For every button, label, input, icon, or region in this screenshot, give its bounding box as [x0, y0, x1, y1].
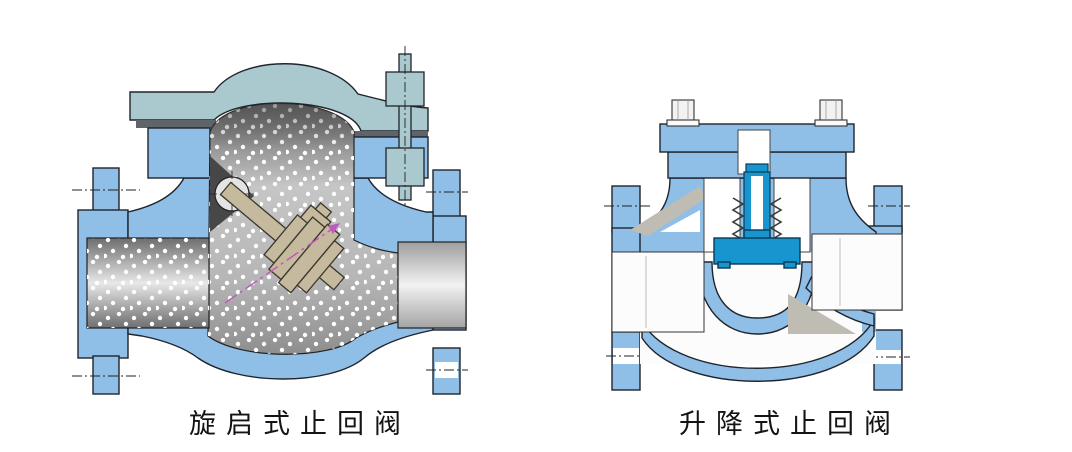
outlet-bore	[811, 233, 903, 311]
outlet-flange	[426, 169, 468, 395]
lift-check-valve-diagram	[604, 99, 910, 391]
body-flange	[147, 127, 211, 179]
bottom-shell	[641, 317, 875, 382]
inlet-bore	[86, 237, 210, 329]
spring-left	[731, 197, 745, 241]
partition-wedge-lower	[788, 294, 856, 334]
inlet-flange	[72, 167, 140, 395]
caption-lift-check-valve: 升降式止回阀	[679, 409, 901, 439]
valve-illustrations	[72, 46, 910, 395]
bonnet-bolt	[385, 46, 425, 208]
caption-swing-check-valve: 旋启式止回阀	[189, 409, 411, 439]
spring-right	[769, 197, 783, 241]
cover-bolt-right	[814, 99, 848, 127]
lift-disc	[713, 229, 801, 269]
bonnet-gasket	[136, 120, 216, 128]
outlet-bore	[397, 241, 467, 329]
swing-check-valve-diagram	[72, 46, 468, 395]
partition-wedge-upper	[630, 186, 706, 236]
inlet-bore	[611, 251, 705, 333]
partition-pocket	[660, 210, 700, 232]
flow-direction-arrow	[224, 223, 340, 304]
bonnet-gasket	[352, 131, 428, 137]
cover-bolt-left	[666, 99, 700, 127]
